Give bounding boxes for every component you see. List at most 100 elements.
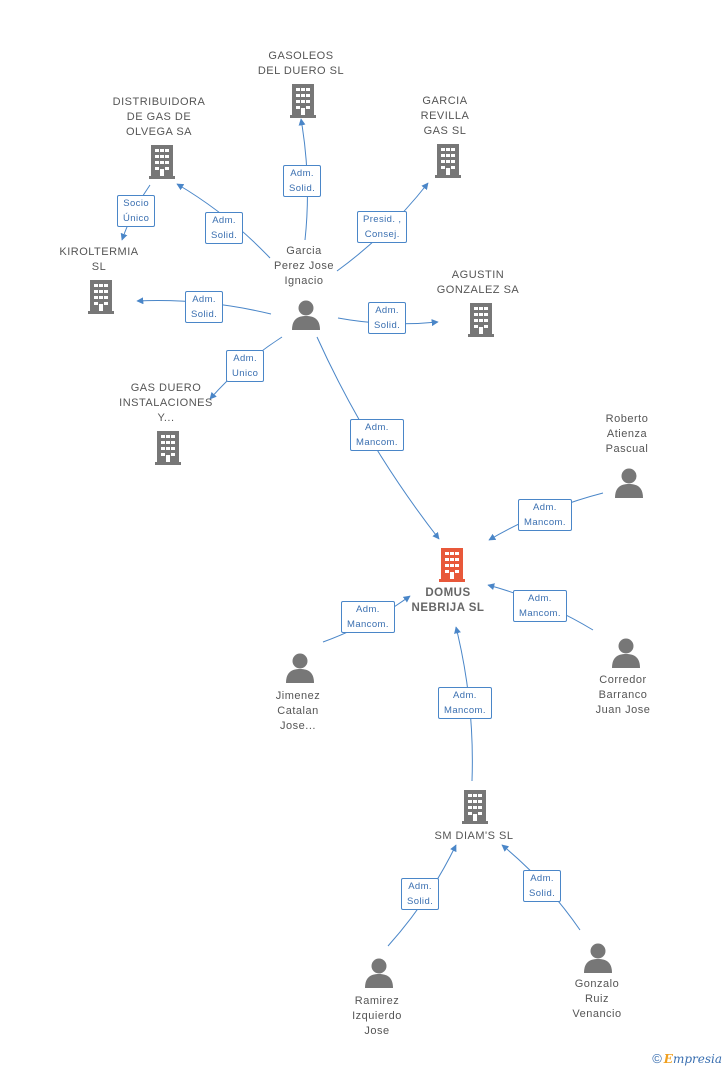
footer-brand: © Empresia	[652, 1051, 722, 1066]
edge-label-line: Solid.	[289, 183, 316, 194]
node-label-line: OLVEGA SA	[125, 126, 193, 138]
person-icon-roberto[interactable]	[615, 468, 643, 499]
node-label-line: Jose...	[280, 720, 316, 732]
person-icon-jimenez[interactable]	[286, 653, 314, 684]
edge-label-distribuidora[interactable]: Adm. Solid.	[205, 212, 244, 244]
edge-label-line: Adm.	[533, 502, 557, 513]
building-icon-agustin[interactable]	[468, 303, 494, 337]
building-icon-distribuidora[interactable]	[149, 145, 175, 179]
node-label-line: GASOLEOS	[268, 50, 334, 62]
node-label-line: DISTRIBUIDORA	[112, 96, 206, 108]
node-label-smdiams[interactable]: SM DIAM'S SL	[404, 829, 544, 844]
building-icon-gas-duero[interactable]	[155, 431, 181, 465]
edge-label-domus-smdiams[interactable]: Adm. Mancom.	[438, 687, 492, 719]
node-label-line: Jimenez	[275, 690, 321, 702]
node-label-line: SM DIAM'S SL	[434, 830, 514, 842]
person-icon-gonzalo[interactable]	[584, 943, 612, 974]
node-label-gasoleos[interactable]: GASOLEOS DEL DUERO SL	[241, 49, 361, 79]
node-label-line: GONZALEZ SA	[436, 284, 520, 296]
person-icon-garcia-perez[interactable]	[292, 300, 320, 331]
edge-label-line: Mancom.	[524, 517, 566, 528]
edge-label-line: Solid.	[211, 230, 238, 241]
edge-label-domus-corredor[interactable]: Adm. Mancom.	[513, 590, 567, 622]
node-label-kiroltermia[interactable]: KIROLTERMIA SL	[44, 245, 154, 275]
edge-label-line: Adm.	[453, 690, 477, 701]
node-label-line: SL	[91, 261, 107, 273]
edge-label-line: Adm.	[233, 353, 258, 364]
node-label-agustin[interactable]: AGUSTIN GONZALEZ SA	[418, 268, 538, 298]
edge-label-smdiams-gonzalo[interactable]: Adm. Solid.	[523, 870, 562, 902]
edge-label-line: Único	[123, 213, 150, 224]
edge-label-domus-garcia[interactable]: Adm.Mancom.	[350, 419, 404, 451]
building-icon-smdiams[interactable]	[462, 790, 488, 824]
edge-label-agustin[interactable]: Adm.Solid.	[368, 302, 407, 334]
edge-label-line: Adm.	[408, 881, 432, 892]
node-label-line: Catalan	[277, 705, 319, 717]
edge-label-line: Unico	[232, 368, 259, 379]
node-label-line: Ignacio	[284, 275, 324, 287]
node-label-garcia-revilla[interactable]: GARCIA REVILLA GAS SL	[400, 94, 490, 139]
node-label-line: DEL DUERO SL	[257, 65, 345, 77]
edge-label-domus-jimenez[interactable]: Adm. Mancom.	[341, 601, 395, 633]
building-icon-domus[interactable]	[439, 548, 465, 582]
edge-label-line: Adm.	[530, 873, 554, 884]
edge-label-line: Adm.	[192, 294, 216, 305]
edge-label-line: Mancom.	[444, 705, 486, 716]
edge-label-line: Adm.	[290, 168, 314, 179]
node-label-line: Izquierdo	[352, 1010, 402, 1022]
edge-label-line: Mancom.	[519, 608, 561, 619]
node-label-line: Roberto	[605, 413, 649, 425]
node-label-line: INSTALACIONES	[119, 397, 213, 409]
edge-label-domus-roberto[interactable]: Adm. Mancom.	[518, 499, 572, 531]
node-label-line: Barranco	[598, 689, 648, 701]
person-icon-corredor[interactable]	[612, 638, 640, 669]
building-icon-garcia-revilla[interactable]	[435, 144, 461, 178]
edge-label-line: Adm.	[528, 593, 552, 604]
edge-label-line: Mancom.	[356, 437, 398, 448]
node-label-line: KIROLTERMIA	[59, 246, 139, 258]
node-label-line: Garcia	[286, 245, 322, 257]
edge-label-line: Mancom.	[347, 619, 389, 630]
node-label-line: Ramirez	[354, 995, 400, 1007]
node-label-line: Perez Jose	[273, 260, 335, 272]
node-label-line: Jose	[364, 1025, 390, 1037]
edge-label-smdiams-ramirez[interactable]: Adm. Solid.	[401, 878, 440, 910]
edge-label-line: Adm.	[212, 215, 236, 226]
edge-label-line: Consej.	[364, 229, 400, 240]
edge-label-gasoleos[interactable]: Adm. Solid.	[283, 165, 322, 197]
node-label-line: AGUSTIN	[451, 269, 505, 281]
node-label-line: Venancio	[572, 1008, 622, 1020]
node-label-line: DOMUS	[425, 587, 471, 599]
node-label-line: GAS SL	[423, 125, 467, 137]
copyright-icon: ©	[652, 1051, 662, 1066]
node-label-line: Pascual	[605, 443, 649, 455]
edge-label-line: Presid. ,	[363, 214, 402, 225]
edge-label-garcia-revilla[interactable]: Presid. , Consej.	[357, 211, 408, 243]
node-label-line: GARCIA	[422, 95, 468, 107]
node-label-line: Gonzalo	[574, 978, 620, 990]
edge-label-line: Socio	[123, 198, 150, 209]
edge-label-line: Solid.	[529, 888, 556, 899]
building-icon-kiroltermia[interactable]	[88, 280, 114, 314]
node-label-line: Ruiz	[584, 993, 609, 1005]
building-icon-gasoleos[interactable]	[290, 84, 316, 118]
edge-label-gas-duero[interactable]: Adm. Unico	[226, 350, 265, 382]
edge-label-line: Solid.	[191, 309, 218, 320]
edge-label-line: Solid.	[407, 896, 434, 907]
node-label-line: GAS DUERO	[130, 382, 202, 394]
node-label-line: REVILLA	[420, 110, 470, 122]
edge-label-kiroltermia[interactable]: Adm. Solid.	[185, 291, 224, 323]
person-icon-ramirez[interactable]	[365, 958, 393, 989]
edge-label-line: Adm.	[356, 604, 380, 615]
